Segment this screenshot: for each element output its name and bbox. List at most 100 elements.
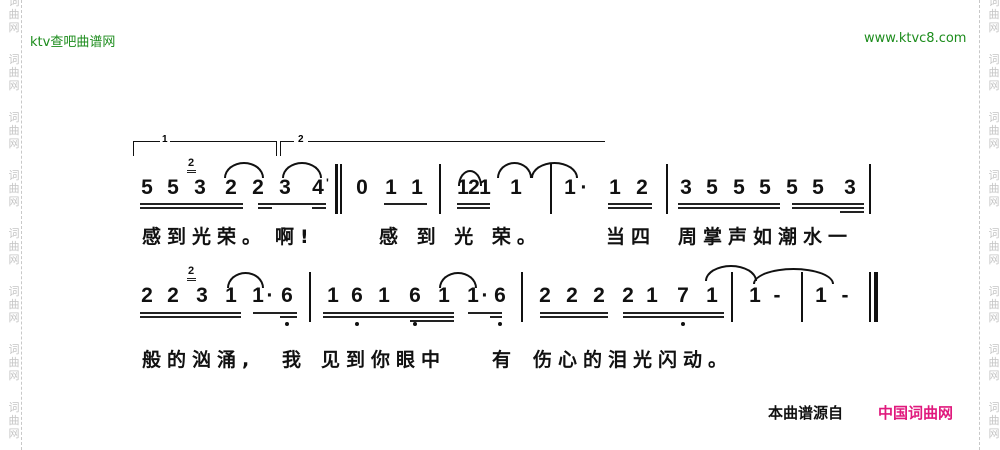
beam-underline xyxy=(623,316,724,318)
beam-underline xyxy=(140,312,241,314)
watermark-char: 曲 xyxy=(988,8,1000,21)
bar-line xyxy=(666,164,668,214)
note: 1 xyxy=(457,176,469,199)
watermark-char: 词 xyxy=(988,343,1000,356)
note: 1 xyxy=(438,284,450,307)
note: 1 xyxy=(815,284,827,307)
note: 2 xyxy=(566,284,578,307)
watermark-char: 网 xyxy=(988,195,1000,208)
note: 1 xyxy=(467,284,479,307)
bar-line xyxy=(521,272,523,322)
lyric-text: 周掌声如潮水一 xyxy=(678,226,854,248)
watermark-char: 词 xyxy=(988,227,1000,240)
note: 2 xyxy=(167,284,179,307)
beam-underline xyxy=(323,316,454,318)
watermark-char: 曲 xyxy=(988,356,1000,369)
tie-slur xyxy=(282,162,322,178)
note: 2 xyxy=(252,176,264,199)
lyric-text: 般的汹涌, xyxy=(142,349,256,371)
tie-slur xyxy=(705,265,757,281)
lyric-text: 当四 xyxy=(606,226,657,248)
source-site-link[interactable]: 中国词曲网 xyxy=(878,404,954,422)
watermark-char: 词 xyxy=(988,53,1000,66)
watermark-char: 网 xyxy=(988,427,1000,440)
watermark-char: 词 xyxy=(988,0,1000,8)
low-octave-dot xyxy=(681,322,685,326)
note: 1 xyxy=(646,284,658,307)
note: 1 xyxy=(510,176,522,199)
grace-underline xyxy=(187,170,196,171)
watermark-char: 曲 xyxy=(8,414,20,427)
beam-underline xyxy=(678,207,780,209)
lyric-text: 感 到 光 荣。 xyxy=(379,226,542,248)
note: 1 xyxy=(225,284,237,307)
beam-underline xyxy=(140,207,243,209)
note: 1 xyxy=(252,284,264,307)
lyric-text: 感到光荣。 xyxy=(142,226,268,248)
bar-line xyxy=(801,272,803,322)
note: 5 xyxy=(167,176,179,199)
site-url-right[interactable]: www.ktvc8.com xyxy=(864,31,967,46)
note: - xyxy=(841,284,849,307)
bar-line xyxy=(731,272,733,322)
beam-underline xyxy=(258,207,272,209)
watermark-char: 词 xyxy=(8,169,20,182)
beam-underline xyxy=(140,203,243,205)
note: 6 xyxy=(351,284,363,307)
bar-line xyxy=(874,272,878,322)
volta-number-2: 2 xyxy=(294,134,308,145)
site-name-left[interactable]: ktv查吧曲谱网 xyxy=(30,35,116,50)
note: 1 xyxy=(609,176,621,199)
beam-underline xyxy=(678,203,780,205)
note: 1 xyxy=(327,284,339,307)
beam-underline xyxy=(792,203,864,205)
beam-underline xyxy=(457,203,490,205)
note: 1 xyxy=(378,284,390,307)
watermark-char: 词 xyxy=(988,111,1000,124)
watermark-char: 曲 xyxy=(988,298,1000,311)
right-margin-divider xyxy=(979,0,980,450)
watermark-char: 网 xyxy=(988,137,1000,150)
watermark-char: 网 xyxy=(8,137,20,150)
lyric-text: 我 xyxy=(282,349,308,371)
tie-slur xyxy=(497,162,532,178)
source-label: 本曲谱源自 xyxy=(768,404,844,422)
note: 3 xyxy=(194,176,206,199)
grace-note: 2 xyxy=(188,157,195,169)
beam-underline xyxy=(540,312,608,314)
watermark-char: 网 xyxy=(8,311,20,324)
bar-line xyxy=(335,164,338,214)
watermark-char: 曲 xyxy=(8,66,20,79)
watermark-char: 曲 xyxy=(8,356,20,369)
watermark-char: 网 xyxy=(988,21,1000,34)
watermark-char: 词 xyxy=(8,401,20,414)
beam-underline xyxy=(540,316,608,318)
note: 5 xyxy=(786,176,798,199)
note: · xyxy=(266,284,274,307)
grace-underline xyxy=(187,280,196,281)
watermark-char: 网 xyxy=(8,253,20,266)
note: 2 xyxy=(141,284,153,307)
volta-number-1: 1 xyxy=(160,134,170,145)
note: 2 xyxy=(539,284,551,307)
volta-bracket-1 xyxy=(133,141,277,156)
watermark-char: 词 xyxy=(988,169,1000,182)
watermark-char: 词 xyxy=(988,401,1000,414)
note: 5 xyxy=(141,176,153,199)
bar-line xyxy=(309,272,311,322)
beam-underline xyxy=(792,207,864,209)
note: 4 xyxy=(312,176,324,199)
bar-line xyxy=(869,272,871,322)
note: 2 xyxy=(593,284,605,307)
watermark-char: 曲 xyxy=(8,182,20,195)
note: · xyxy=(580,176,588,199)
watermark-char: 词 xyxy=(8,227,20,240)
lyric-text: 啊! xyxy=(275,226,315,248)
note: 1 xyxy=(749,284,761,307)
watermark-char: 词 xyxy=(8,343,20,356)
note: 5 xyxy=(706,176,718,199)
watermark-char: 曲 xyxy=(8,298,20,311)
note: 1 xyxy=(564,176,576,199)
note: 3 xyxy=(844,176,856,199)
tie-slur xyxy=(439,272,477,288)
